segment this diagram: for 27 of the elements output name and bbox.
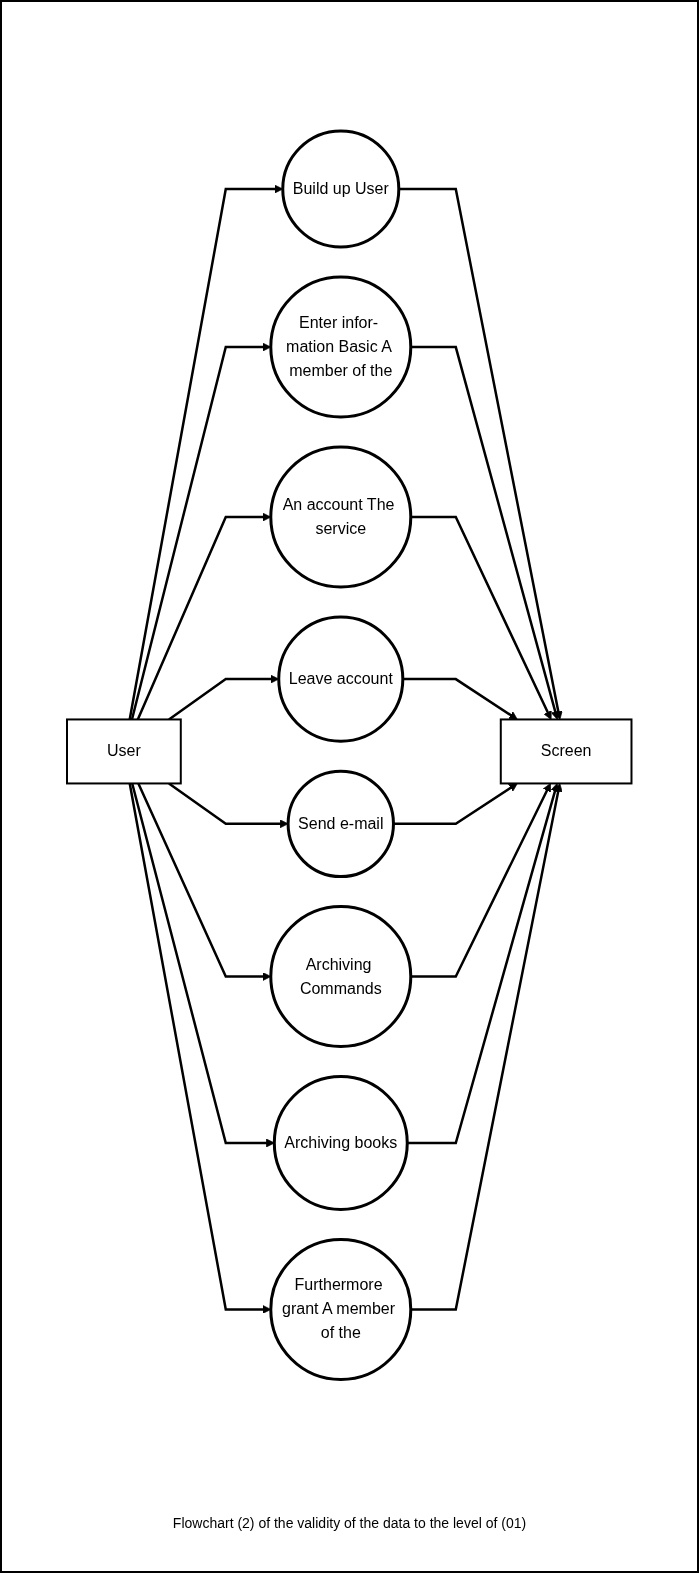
node-circle: Leave account <box>277 615 405 743</box>
arrow <box>137 783 272 982</box>
arrow <box>128 783 272 1315</box>
node-circle: Archiving Commands <box>269 905 413 1049</box>
node-circle: Send e-mail <box>286 769 396 879</box>
node-circle: Archiving books <box>273 1075 409 1212</box>
arrow <box>393 783 518 826</box>
node-box: Screen <box>500 718 633 785</box>
arrow <box>136 512 272 721</box>
arrow <box>131 783 275 1148</box>
arrow <box>403 678 518 721</box>
caption: Flowchart (2) of the validity of the data to the level of (01) <box>172 1515 527 1531</box>
node-circle: An account The service <box>269 445 413 589</box>
arrow <box>407 783 560 1145</box>
arrow <box>411 783 552 978</box>
arrow <box>411 783 563 1311</box>
arrow <box>168 674 280 721</box>
arrow <box>131 342 272 720</box>
arrow <box>128 184 284 720</box>
node-circle: Enter infor- mation Basic A member of the <box>269 275 413 419</box>
node-box: User <box>66 718 183 785</box>
arrow <box>168 782 289 829</box>
arrow <box>411 516 552 721</box>
node-circle: Furthermore grant A member of the <box>269 1238 413 1382</box>
node-circle: Build up User <box>281 129 401 249</box>
arrow <box>411 346 560 721</box>
arrow <box>399 188 563 721</box>
